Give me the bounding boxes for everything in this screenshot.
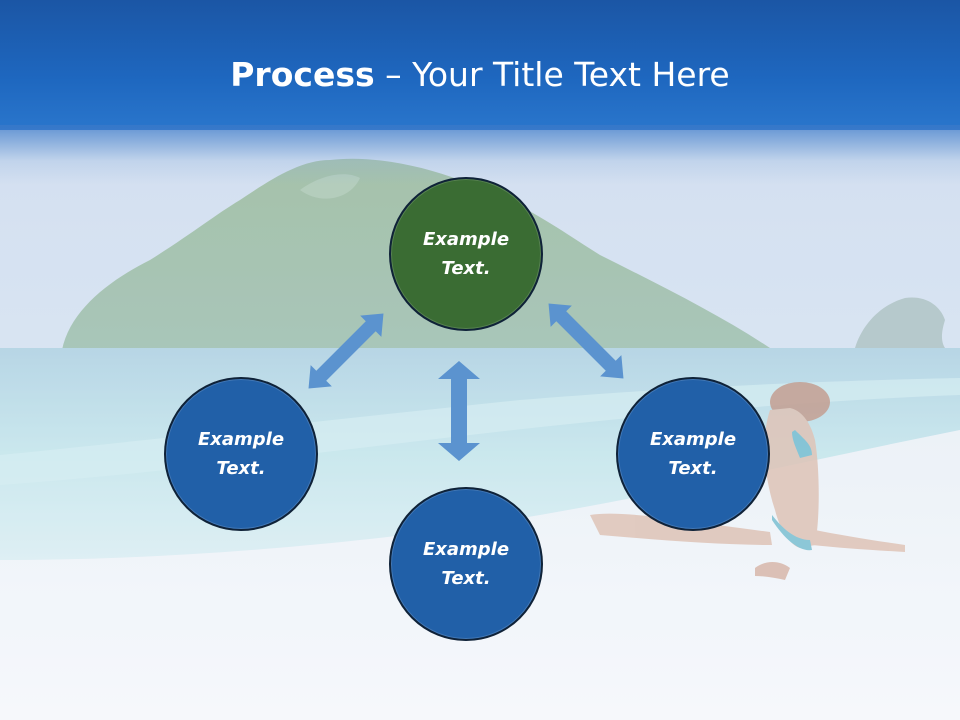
title-regular-text: Your Title Text Here (412, 55, 730, 94)
process-node-right: Example Text. (616, 377, 770, 531)
process-node-left: Example Text. (164, 377, 318, 531)
title-dash: – (374, 55, 413, 94)
title-bold-text: Process (230, 55, 375, 94)
process-node-left-label: Example Text. (197, 429, 285, 479)
title-bar-fade (0, 125, 960, 185)
double-arrow-upper-left (308, 313, 384, 389)
double-arrow-upper-right (548, 303, 624, 379)
process-node-top: Example Text. (389, 177, 543, 331)
double-arrow-vertical (438, 361, 480, 461)
title-bar (0, 0, 960, 130)
process-node-top-label: Example Text. (422, 229, 510, 279)
process-node-bottom: Example Text. (389, 487, 543, 641)
process-node-bottom-label: Example Text. (422, 539, 510, 589)
slide-title: Process – Your Title Text Here (0, 50, 960, 100)
process-node-right-label: Example Text. (649, 429, 737, 479)
